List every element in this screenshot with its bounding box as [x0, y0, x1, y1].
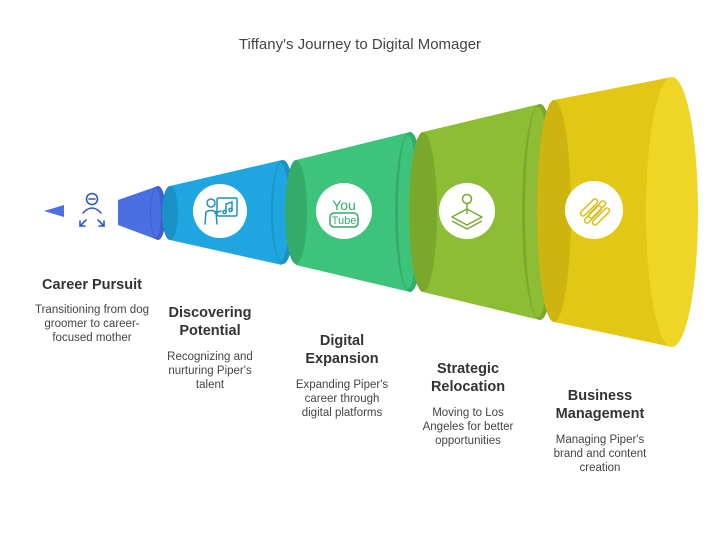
stage-name: Strategic Relocation — [430, 361, 506, 395]
funnel-segment-career-pursuit — [118, 186, 166, 240]
map-pin-icon — [439, 183, 495, 239]
stage-name: Career Pursuit — [42, 277, 142, 293]
youtube-icon: You Tube — [316, 183, 372, 239]
funnel-segment-business-management — [537, 77, 698, 347]
teacher-board-icon — [193, 184, 247, 238]
stage-business-management: Business Management Managing Piper's bra… — [544, 387, 656, 475]
stage-desc: Moving to Los Angeles for better opportu… — [422, 407, 514, 447]
funnel-tip — [44, 205, 64, 217]
stage-desc: Expanding Piper's career through digital… — [295, 379, 389, 419]
stage-desc: Transitioning from dog groomer to career… — [35, 304, 149, 344]
page-title: Tiffany's Journey to Digital Momager — [238, 36, 482, 53]
management-icon — [565, 181, 623, 239]
stage-career-pursuit: Career Pursuit Transitioning from dog gr… — [26, 276, 158, 345]
stage-desc: Managing Piper's brand and content creat… — [553, 434, 647, 474]
svg-text:Tube: Tube — [332, 215, 357, 227]
stage-name: Discovering Potential — [168, 305, 252, 339]
person-icon — [79, 192, 105, 227]
stage-strategic-relocation: Strategic Relocation Moving to Los Angel… — [418, 360, 518, 448]
svg-text:You: You — [332, 197, 356, 213]
stage-desc: Recognizing and nurturing Piper's talent — [167, 351, 253, 391]
stage-discovering-potential: Discovering Potential Recognizing and nu… — [160, 304, 260, 392]
stage-name: Business Management — [555, 388, 645, 422]
stage-digital-expansion: Digital Expansion Expanding Piper's care… — [290, 332, 394, 420]
stage-name: Digital Expansion — [305, 333, 379, 367]
